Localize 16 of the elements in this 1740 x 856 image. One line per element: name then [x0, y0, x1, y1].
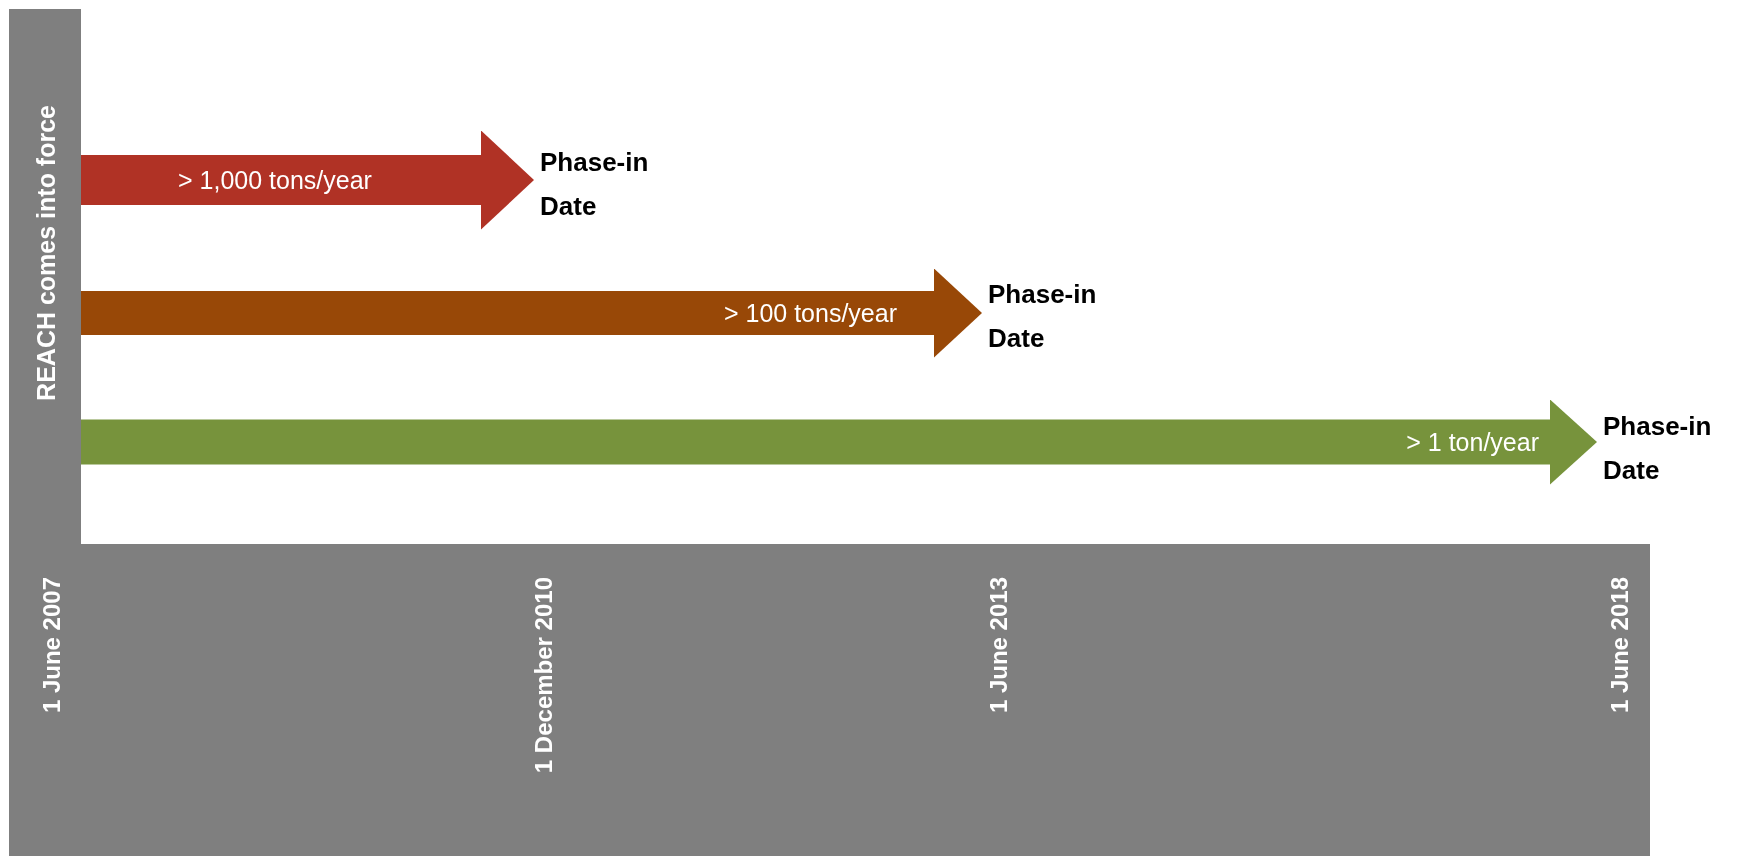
block-arrow — [81, 130, 534, 230]
milestone-label: REACH comes into force — [33, 105, 59, 401]
block-arrow — [81, 268, 982, 358]
phase-in-label: Phase-in Date — [1603, 404, 1733, 492]
vertical-bar — [9, 9, 81, 544]
edge-label: > 100 tons/year — [723, 300, 897, 326]
edge-label: > 1,000 tons/year — [178, 167, 372, 193]
date-label: 1 June 2007 — [40, 577, 64, 714]
block-arrow — [81, 399, 1597, 485]
phase-in-label: Phase-in Date — [988, 272, 1118, 360]
timeline-band — [9, 544, 1650, 856]
phase-in-label: Phase-in Date — [540, 140, 670, 228]
edge-label: > 1 ton/year — [1406, 429, 1539, 455]
date-label: 1 June 2013 — [987, 577, 1011, 714]
date-label: 1 December 2010 — [532, 577, 556, 774]
date-label: 1 June 2018 — [1608, 577, 1632, 714]
